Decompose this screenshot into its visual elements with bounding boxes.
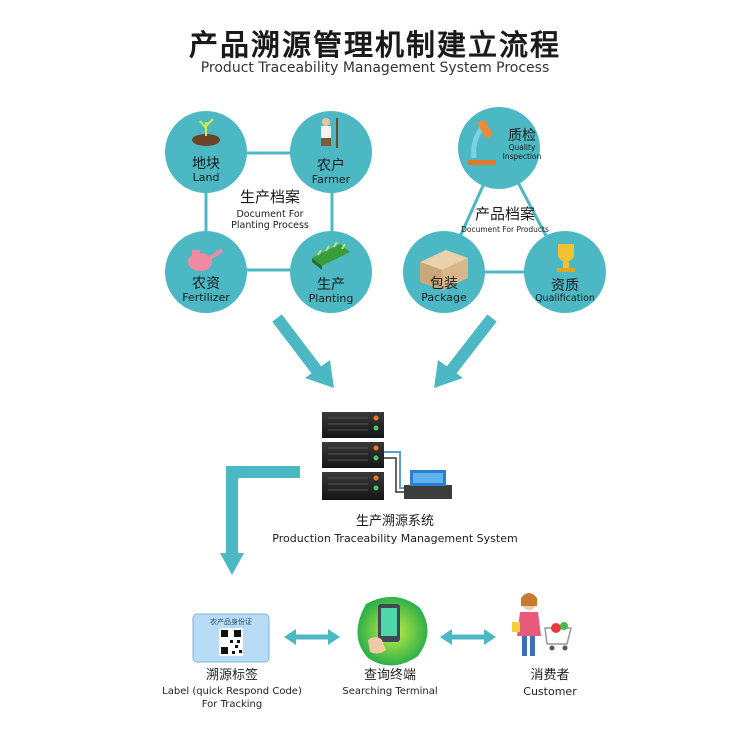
node-package-cn: 包装 — [412, 276, 476, 292]
arrow-right-to-server — [434, 318, 492, 388]
arrow-left-to-server — [277, 318, 334, 388]
node-quality: 质检 Quality Inspection — [497, 128, 547, 161]
node-farmer: 农户 Farmer — [300, 158, 362, 187]
system-label: 生产溯源系统 Production Traceability Managemen… — [245, 514, 545, 545]
terminal-cn: 查询终端 — [330, 668, 450, 685]
label-en-2: For Tracking — [152, 698, 312, 711]
server-icon — [322, 412, 404, 500]
node-land-en: Land — [176, 172, 236, 185]
node-farmer-en: Farmer — [300, 174, 362, 187]
double-arrow-terminal-customer — [440, 629, 496, 645]
label-caption: 溯源标签 Label (quick Respond Code) For Trac… — [152, 668, 312, 711]
node-land: 地块 Land — [176, 156, 236, 185]
node-qualification: 资质 Qualification — [530, 278, 600, 305]
terminal-caption: 查询终端 Searching Terminal — [330, 668, 450, 698]
system-cn: 生产溯源系统 — [245, 514, 545, 530]
node-land-cn: 地块 — [176, 156, 236, 172]
double-arrow-label-terminal — [284, 629, 340, 645]
left-center-en-1: Document For — [220, 209, 320, 220]
left-center-cn: 生产档案 — [220, 188, 320, 206]
node-fertilizer-en: Fertilizer — [174, 292, 238, 305]
left-center-label: 生产档案 Document For Planting Process — [220, 188, 320, 232]
node-planting-cn: 生产 — [300, 277, 362, 293]
node-planting: 生产 Planting — [300, 277, 362, 306]
left-center-en-2: Planting Process — [220, 220, 320, 231]
node-package: 包装 Package — [412, 276, 476, 305]
customer-en: Customer — [500, 685, 600, 699]
right-center-en: Document For Products — [455, 225, 555, 234]
customer-icon — [512, 593, 571, 656]
label-cn: 溯源标签 — [152, 668, 312, 685]
phone-icon — [357, 597, 427, 666]
system-en: Production Traceability Management Syste… — [245, 532, 545, 545]
node-quality-cn: 质检 — [497, 128, 547, 144]
terminal-en: Searching Terminal — [330, 685, 450, 698]
node-planting-en: Planting — [300, 293, 362, 306]
customer-caption: 消费者 Customer — [500, 668, 600, 699]
node-farmer-cn: 农户 — [300, 158, 362, 174]
node-qualification-cn: 资质 — [530, 278, 600, 294]
qr-card-title: 农产品身份证 — [193, 617, 269, 627]
node-quality-en-2: Inspection — [497, 153, 547, 162]
right-center-label: 产品档案 Document For Products — [455, 205, 555, 234]
right-center-cn: 产品档案 — [455, 205, 555, 223]
node-fertilizer-cn: 农资 — [174, 276, 238, 292]
node-qualification-en: Qualification — [530, 294, 600, 305]
node-fertilizer: 农资 Fertilizer — [174, 276, 238, 305]
node-package-en: Package — [412, 292, 476, 305]
customer-cn: 消费者 — [500, 668, 600, 685]
terminal-device-icon — [404, 470, 452, 499]
label-en-1: Label (quick Respond Code) — [152, 685, 312, 698]
